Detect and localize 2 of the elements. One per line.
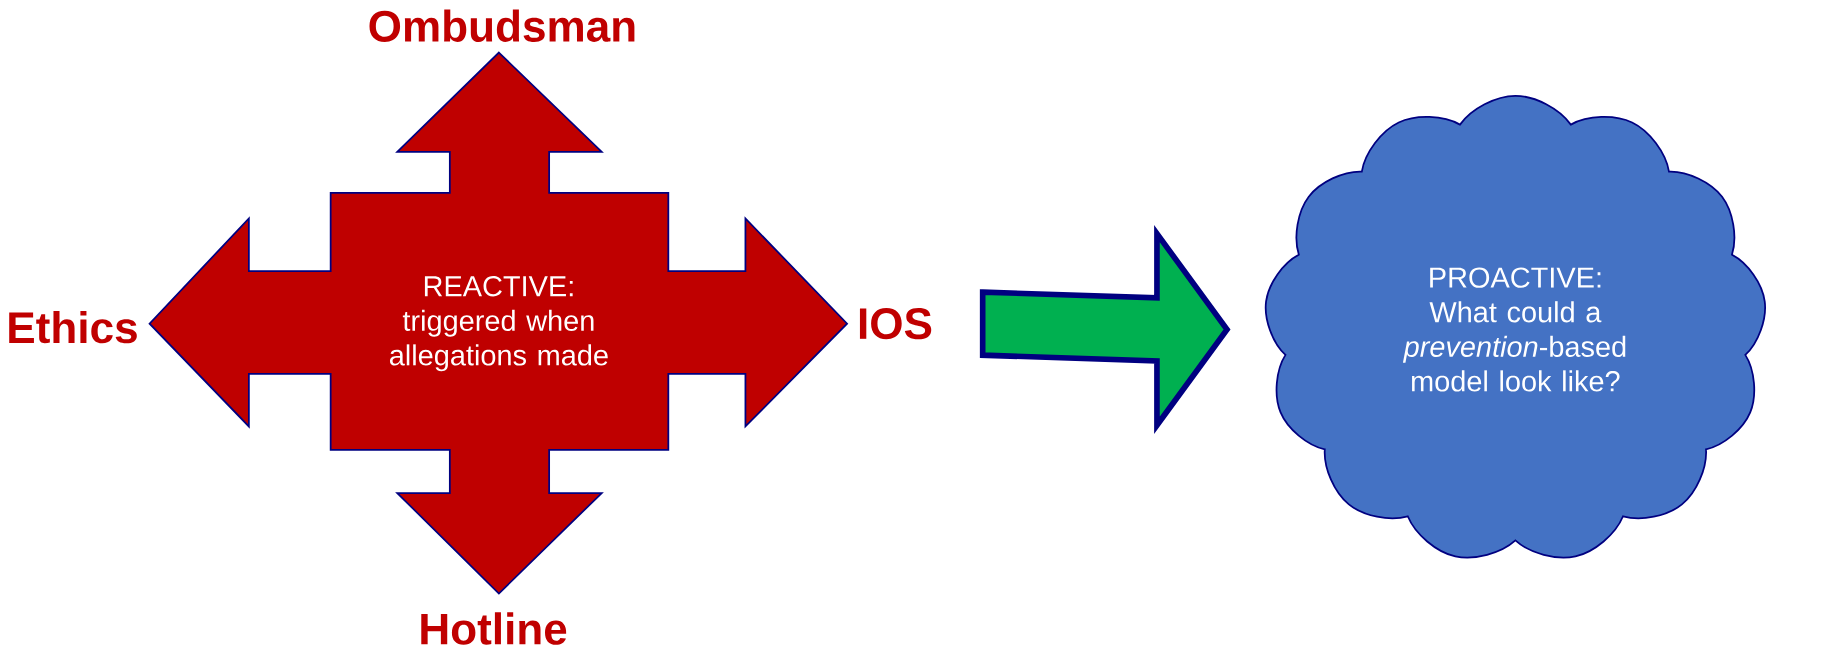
- cloud: PROACTIVE: What could a prevention-based model look like?: [1264, 94, 1766, 559]
- block-arrow: [979, 224, 1231, 434]
